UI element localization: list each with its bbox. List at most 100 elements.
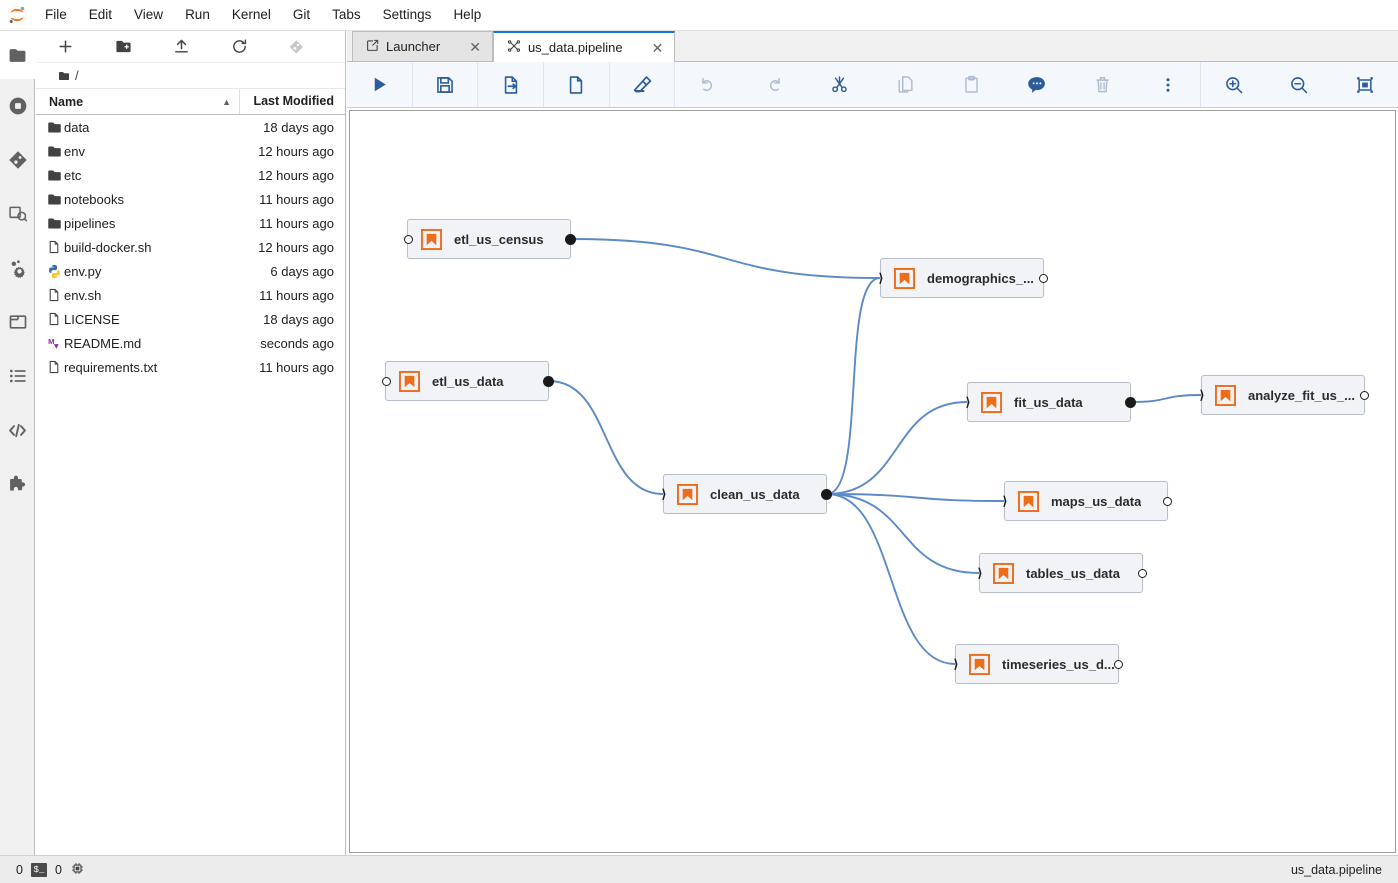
menu-kernel[interactable]: Kernel [231, 7, 271, 22]
close-icon[interactable]: ✕ [651, 39, 664, 56]
node-output-port[interactable] [1036, 271, 1050, 285]
tab-launcher[interactable]: Launcher ✕ [352, 31, 493, 61]
pipeline-links [548, 238, 1202, 665]
menu-settings[interactable]: Settings [382, 7, 432, 22]
notebook-icon [677, 483, 698, 505]
pipeline-link[interactable] [826, 493, 1005, 502]
sidebar-item-open-tabs[interactable] [0, 295, 35, 349]
pipeline-link[interactable] [826, 493, 956, 665]
pipeline-node-maps_us_data[interactable]: ⟩maps_us_data [1003, 481, 1172, 521]
terminals-count: 0 [16, 862, 23, 877]
jupyter-logo-icon[interactable] [0, 5, 34, 25]
node-input-port[interactable]: ⟩ [1199, 388, 1205, 402]
pipeline-node-fit_us_data[interactable]: ⟩fit_us_data [966, 382, 1136, 422]
save-pipeline-button[interactable] [413, 62, 479, 107]
node-output-port[interactable] [1111, 657, 1125, 671]
node-input-port[interactable]: ⟩ [953, 657, 959, 671]
upload-files-button[interactable] [152, 32, 210, 62]
pipeline-node-demographics[interactable]: ⟩demographics_... [879, 258, 1048, 298]
sidebar-item-table-of-contents[interactable] [0, 349, 35, 403]
sidebar-item-running-kernels[interactable] [0, 79, 35, 133]
kernel-icon[interactable] [70, 861, 85, 879]
node-output-port[interactable] [1123, 395, 1137, 409]
column-header-last-modified[interactable]: Last Modified [239, 89, 345, 114]
tab-us-data-pipeline[interactable]: us_data.pipeline ✕ [492, 31, 676, 62]
node-input-port[interactable]: ⟩ [878, 271, 884, 285]
pipeline-link[interactable] [826, 493, 980, 574]
sidebar-item-property-settings[interactable] [0, 241, 35, 295]
tab-label: us_data.pipeline [527, 40, 623, 55]
pipeline-node-etl_us_data[interactable]: etl_us_data [381, 361, 554, 401]
node-input-port[interactable]: ⟩ [977, 566, 983, 580]
node-output-port[interactable] [1357, 388, 1371, 402]
sidebar-item-code-snippets[interactable] [0, 403, 35, 457]
menu-file[interactable]: File [45, 7, 67, 22]
run-pipeline-button[interactable] [347, 62, 413, 107]
node-input-port[interactable]: ⟩ [1002, 494, 1008, 508]
file-icon [36, 312, 64, 326]
node-input-port[interactable] [401, 232, 415, 246]
pipeline-node-etl_us_census[interactable]: etl_us_census [403, 219, 576, 259]
pipeline-node-timeseries[interactable]: ⟩ timeseries_us_d... [954, 644, 1123, 684]
menu-view[interactable]: View [134, 7, 164, 22]
node-output-port[interactable] [1135, 566, 1149, 580]
pipeline-link[interactable] [1130, 394, 1202, 403]
pipeline-link[interactable] [548, 380, 664, 495]
more-options-button[interactable] [1135, 62, 1201, 107]
terminal-icon[interactable]: $_ [30, 862, 47, 877]
new-folder-button[interactable] [94, 32, 152, 62]
zoom-out-button[interactable] [1267, 62, 1333, 107]
zoom-in-button[interactable] [1201, 62, 1267, 107]
pipeline-canvas[interactable]: etl_us_census ⟩demographics_... etl_us_dat… [349, 110, 1396, 853]
node-label: timeseries_us_d... [1002, 656, 1115, 672]
tab-bar: Launcher ✕ us_data.pipeline ✕ [347, 31, 1398, 62]
file-name: env [64, 143, 85, 159]
sidebar-item-extension-manager[interactable] [0, 457, 35, 511]
node-output-port[interactable] [1160, 494, 1174, 508]
pipeline-link[interactable] [826, 401, 968, 495]
pipeline-link[interactable] [826, 277, 881, 495]
sidebar-item-debugger[interactable] [0, 187, 35, 241]
refresh-button[interactable] [210, 32, 268, 62]
sidebar-item-file-browser[interactable] [0, 31, 35, 79]
export-pipeline-button[interactable] [478, 62, 545, 107]
add-comment-button[interactable] [1004, 62, 1070, 107]
menu-help[interactable]: Help [453, 7, 482, 22]
sidebar-item-git[interactable] [0, 133, 35, 187]
pipeline-node-analyze_fit[interactable]: ⟩analyze_fit_us_... [1200, 375, 1369, 415]
menu-edit[interactable]: Edit [88, 7, 113, 22]
pipeline-node-clean_us_data[interactable]: ⟩clean_us_data [662, 474, 832, 514]
node-input-port[interactable] [379, 374, 393, 388]
clear-pipeline-button[interactable] [610, 62, 676, 107]
new-pipeline-button[interactable] [544, 62, 610, 107]
menu-tabs[interactable]: Tabs [332, 7, 361, 22]
node-input-port[interactable]: ⟩ [965, 395, 971, 409]
file-name: LICENSE [64, 311, 120, 327]
breadcrumb[interactable]: / [36, 63, 345, 89]
pipeline-node-tables_us_data[interactable]: ⟩tables_us_data [978, 553, 1147, 593]
node-output-port[interactable] [563, 232, 577, 246]
cut-button[interactable] [807, 62, 873, 107]
column-header-name[interactable]: Name ▲ [49, 94, 231, 109]
new-launcher-button[interactable] [36, 32, 94, 62]
node-output-port[interactable] [819, 487, 833, 501]
pipeline-link[interactable] [570, 238, 881, 279]
node-input-port[interactable]: ⟩ [661, 487, 667, 501]
svg-text:M: M [48, 337, 54, 346]
menu-git[interactable]: Git [292, 7, 311, 22]
fit-to-screen-button[interactable] [1332, 62, 1398, 107]
node-output-port[interactable] [541, 374, 555, 388]
menu-run[interactable]: Run [185, 7, 210, 22]
close-icon[interactable]: ✕ [469, 38, 481, 55]
